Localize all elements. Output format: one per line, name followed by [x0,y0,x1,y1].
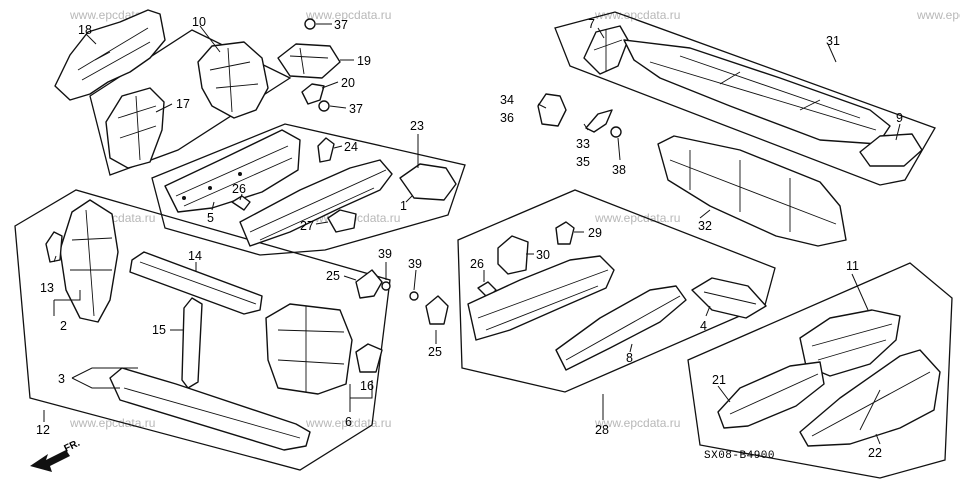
part-20 [301,83,325,105]
panel-wheelhouse [687,262,953,479]
callout-39-upper: 39 [378,247,392,261]
panel-bulkhead [14,189,391,471]
callout-10: 10 [192,15,206,29]
panel-floor [554,11,936,186]
callout-29: 29 [588,226,602,240]
part-39-lower [409,291,419,301]
callout-25-lower: 25 [428,345,442,359]
part-19 [277,43,341,79]
callout-26-upper: 26 [232,182,246,196]
callout-7: 7 [588,17,595,31]
watermark-7: www.epcdata.ru [594,211,680,225]
part-9 [859,133,923,167]
watermarks: www.epcdata.ru www.epcdata.ru www.epcdat… [69,8,960,430]
part-frame-lower [467,255,615,341]
callout-9: 9 [896,111,903,125]
part-8 [555,285,687,371]
part-6 [265,303,353,395]
part-27 [327,209,357,233]
callout-28: 28 [595,423,609,437]
callout-39-lower: 39 [408,257,422,271]
callout-12: 12 [36,423,50,437]
part-22 [799,349,941,447]
part-37-lower [318,100,330,112]
diagram-code: SX08-B4900 [704,450,775,462]
part-39-upper [381,281,391,291]
part-16 [355,343,383,373]
callout-35: 35 [576,155,590,169]
part-25-lower [425,295,449,325]
callout-11: 11 [846,259,859,273]
part-15 [181,297,203,389]
callout-5: 5 [207,211,214,225]
callout-16: 16 [360,379,374,393]
callout-6: 6 [345,415,352,429]
part-3 [109,367,311,451]
front-label: FR. [62,438,81,455]
callout-38: 38 [612,163,626,177]
panel-frame-upper [151,123,466,256]
watermark-10: www.epcdata.ru [594,416,680,430]
callout-31: 31 [826,34,840,48]
part-33 [585,109,613,133]
callout-30: 30 [536,248,550,262]
callout-27: 27 [300,219,314,233]
watermark-4: www.epcdata.ru [916,8,960,22]
callout-24: 24 [344,140,358,154]
callout-22: 22 [868,446,882,460]
callout-25-upper: 25 [326,269,340,283]
callout-labels: 18 10 17 37 19 20 37 24 23 26 5 1 27 13 … [36,15,903,460]
callout-13: 13 [40,281,54,295]
part-1 [239,159,393,247]
callout-33: 33 [576,137,590,151]
callout-37-lower: 37 [349,102,363,116]
front-arrow-icon [30,450,70,472]
part-38 [610,126,622,138]
part-25-upper [355,269,383,299]
callout-26-lower: 26 [470,257,484,271]
part-37-top [304,18,316,30]
callout-1: 1 [400,199,407,213]
callout-19: 19 [357,54,371,68]
part-23 [399,163,457,201]
callout-37-top: 37 [334,18,348,32]
part-17 [105,87,165,169]
callout-2: 2 [60,319,67,333]
parts [45,9,941,451]
part-26-upper [231,195,251,211]
callout-36: 36 [500,111,514,125]
watermark-2: www.epcdata.ru [305,8,391,22]
part-34 [537,93,567,127]
callout-3: 3 [58,372,65,386]
callout-21: 21 [712,373,726,387]
front-arrow: FR. [30,438,82,472]
callout-8: 8 [626,351,633,365]
callout-15: 15 [152,323,166,337]
callout-4: 4 [700,319,707,333]
watermark-8: www.epcdata.ru [69,416,155,430]
callout-23: 23 [410,119,424,133]
part-31 [623,39,891,145]
part-24 [317,137,335,163]
part-14 [129,251,263,315]
callout-32: 32 [698,219,712,233]
callout-20: 20 [341,76,355,90]
callout-34: 34 [500,93,514,107]
part-2 [59,199,119,323]
watermark-3: www.epcdata.ru [594,8,680,22]
part-18 [54,9,166,101]
part-13 [45,231,63,263]
callout-18: 18 [78,23,92,37]
part-29 [555,221,575,245]
part-30 [497,235,529,275]
leader-lines [43,23,901,445]
part-10 [197,41,269,119]
callout-17: 17 [176,97,190,111]
callout-14: 14 [188,249,202,263]
part-32 [657,135,847,247]
